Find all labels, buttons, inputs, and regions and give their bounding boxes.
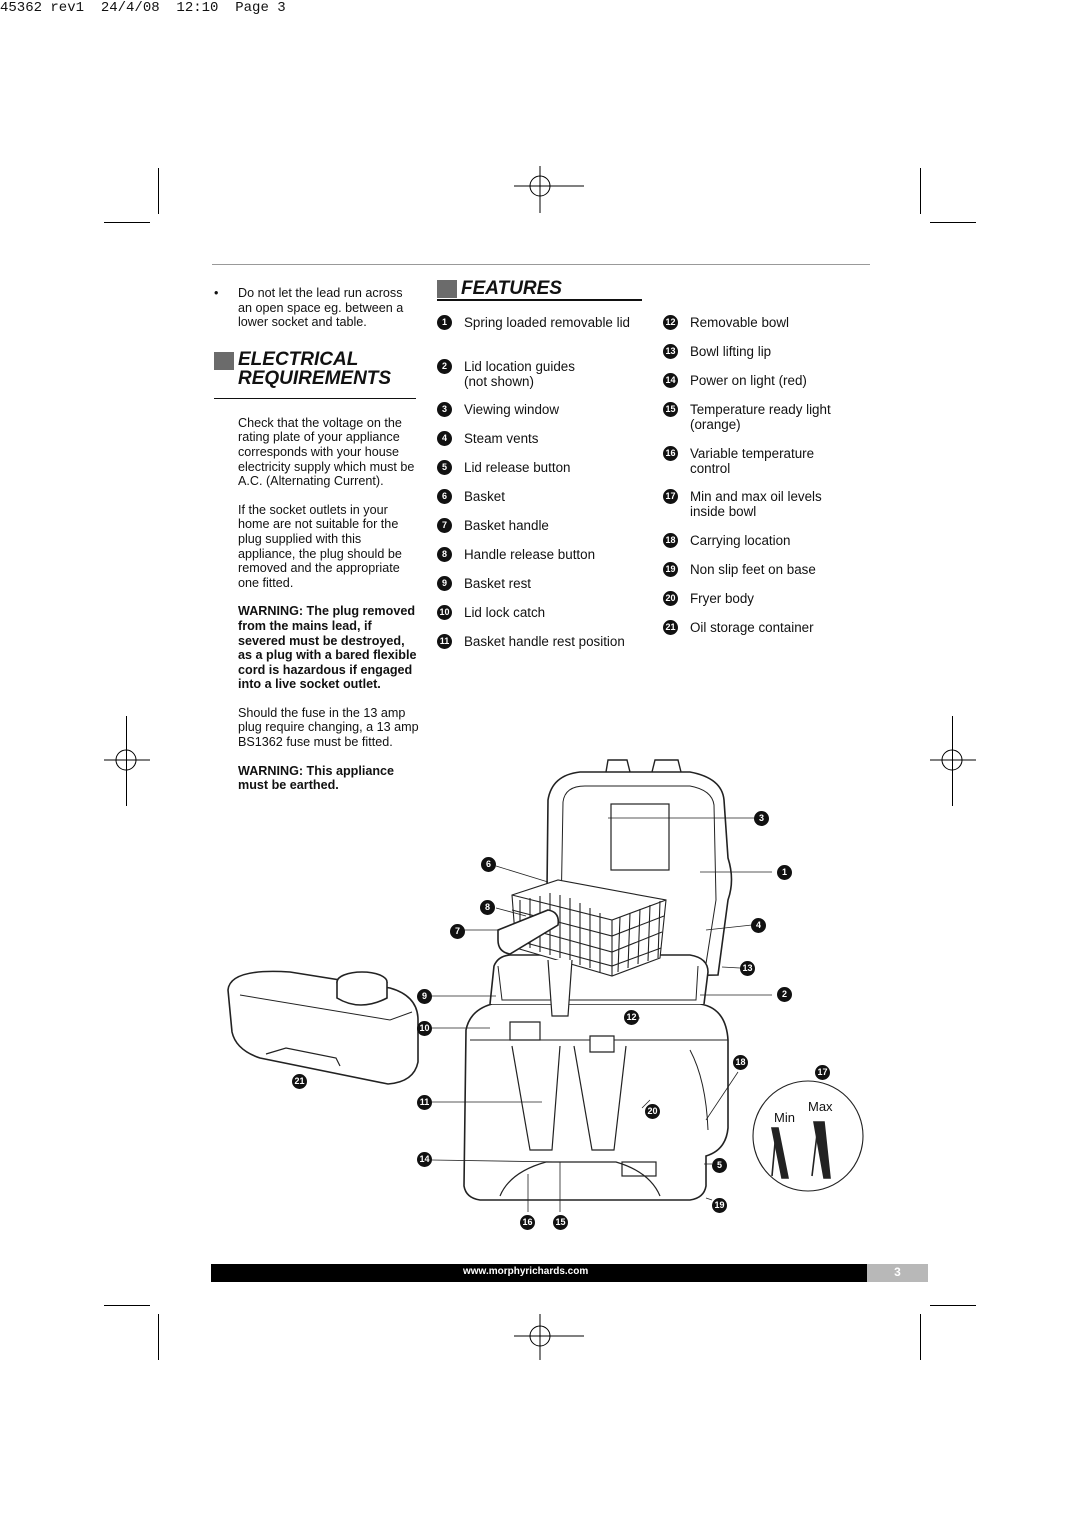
callout-badge: 11 [417, 1095, 432, 1110]
callout-badge: 18 [733, 1055, 748, 1070]
callout-badge: 10 [417, 1021, 432, 1036]
callout-badge: 8 [480, 900, 495, 915]
number-badge: 9 [437, 576, 452, 591]
callout-badge: 7 [450, 924, 465, 939]
plug-warning: WARNING: The plug removed from the mains… [238, 604, 417, 692]
number-badge: 21 [663, 620, 678, 635]
callout-badge: 9 [417, 989, 432, 1004]
number-badge: 14 [663, 373, 678, 388]
viewing-window [610, 803, 670, 871]
oil-level-inset [752, 1080, 864, 1192]
callout-badge: 17 [815, 1065, 830, 1080]
number-badge: 2 [437, 359, 452, 374]
callout-badge: 20 [645, 1104, 660, 1119]
callout-badge: 6 [481, 857, 496, 872]
number-badge: 17 [663, 489, 678, 504]
number-badge: 5 [437, 460, 452, 475]
callout-badge: 5 [712, 1158, 727, 1173]
oil-max-label: Max [808, 1099, 833, 1114]
fuse-paragraph: Should the fuse in the 13 amp plug requi… [238, 705, 419, 750]
callout-badge: 14 [417, 1152, 432, 1167]
features-title: FEATURES [461, 278, 562, 299]
number-badge: 8 [437, 547, 452, 562]
number-badge: 20 [663, 591, 678, 606]
number-badge: 13 [663, 344, 678, 359]
lead-safety-bullet: • Do not let the lead run across an open… [214, 286, 420, 330]
number-badge: 18 [663, 533, 678, 548]
number-badge: 1 [437, 315, 452, 330]
left-column: • Do not let the lead run across an open… [214, 286, 420, 807]
features-heading: FEATURES [437, 278, 642, 302]
footer-bar [211, 1264, 867, 1282]
callout-badge: 12 [624, 1010, 639, 1025]
number-badge: 11 [437, 634, 452, 649]
socket-paragraph: If the socket outlets in your home are n… [238, 502, 402, 590]
number-badge: 7 [437, 518, 452, 533]
oil-storage-container [227, 970, 419, 1085]
callout-badge: 16 [520, 1215, 535, 1230]
number-badge: 12 [663, 315, 678, 330]
number-badge: 10 [437, 605, 452, 620]
callout-badge: 3 [754, 811, 769, 826]
electrical-title: ELECTRICAL REQUIREMENTS [238, 348, 392, 389]
oil-min-label: Min [774, 1110, 795, 1125]
callout-badge: 4 [751, 918, 766, 933]
voltage-paragraph: Check that the voltage on the rating pla… [238, 415, 415, 489]
bullet-icon: • [214, 286, 219, 300]
electrical-heading: ELECTRICAL REQUIREMENTS [214, 350, 420, 408]
basket-handle [497, 909, 560, 955]
callout-badge: 19 [712, 1198, 727, 1213]
number-badge: 16 [663, 446, 678, 461]
callout-badge: 21 [292, 1074, 307, 1089]
earth-warning: WARNING: This appliance must be earthed. [238, 763, 395, 793]
heading-square-icon [214, 351, 234, 370]
callout-badge: 2 [777, 987, 792, 1002]
number-badge: 6 [437, 489, 452, 504]
callout-badge: 15 [553, 1215, 568, 1230]
number-badge: 19 [663, 562, 678, 577]
heading-rule [214, 397, 416, 400]
callout-badge: 13 [740, 961, 755, 976]
callout-badge: 1 [777, 865, 792, 880]
heading-square-icon [437, 280, 457, 298]
page-number: 3 [894, 1265, 901, 1279]
print-slug: 45362 rev1 24/4/08 12:10 Page 3 [0, 0, 286, 16]
number-badge: 15 [663, 402, 678, 417]
page-number-box: 3 [867, 1264, 928, 1282]
basket [511, 879, 667, 977]
heading-rule [437, 299, 642, 301]
top-rule [212, 264, 870, 265]
lid-release-button [621, 1161, 657, 1177]
number-badge: 4 [437, 431, 452, 446]
bullet-text: Do not let the lead run across an open s… [238, 286, 404, 330]
website-link[interactable]: www.morphyrichards.com [463, 1266, 589, 1277]
number-badge: 3 [437, 402, 452, 417]
fryer-body [463, 1003, 729, 1201]
